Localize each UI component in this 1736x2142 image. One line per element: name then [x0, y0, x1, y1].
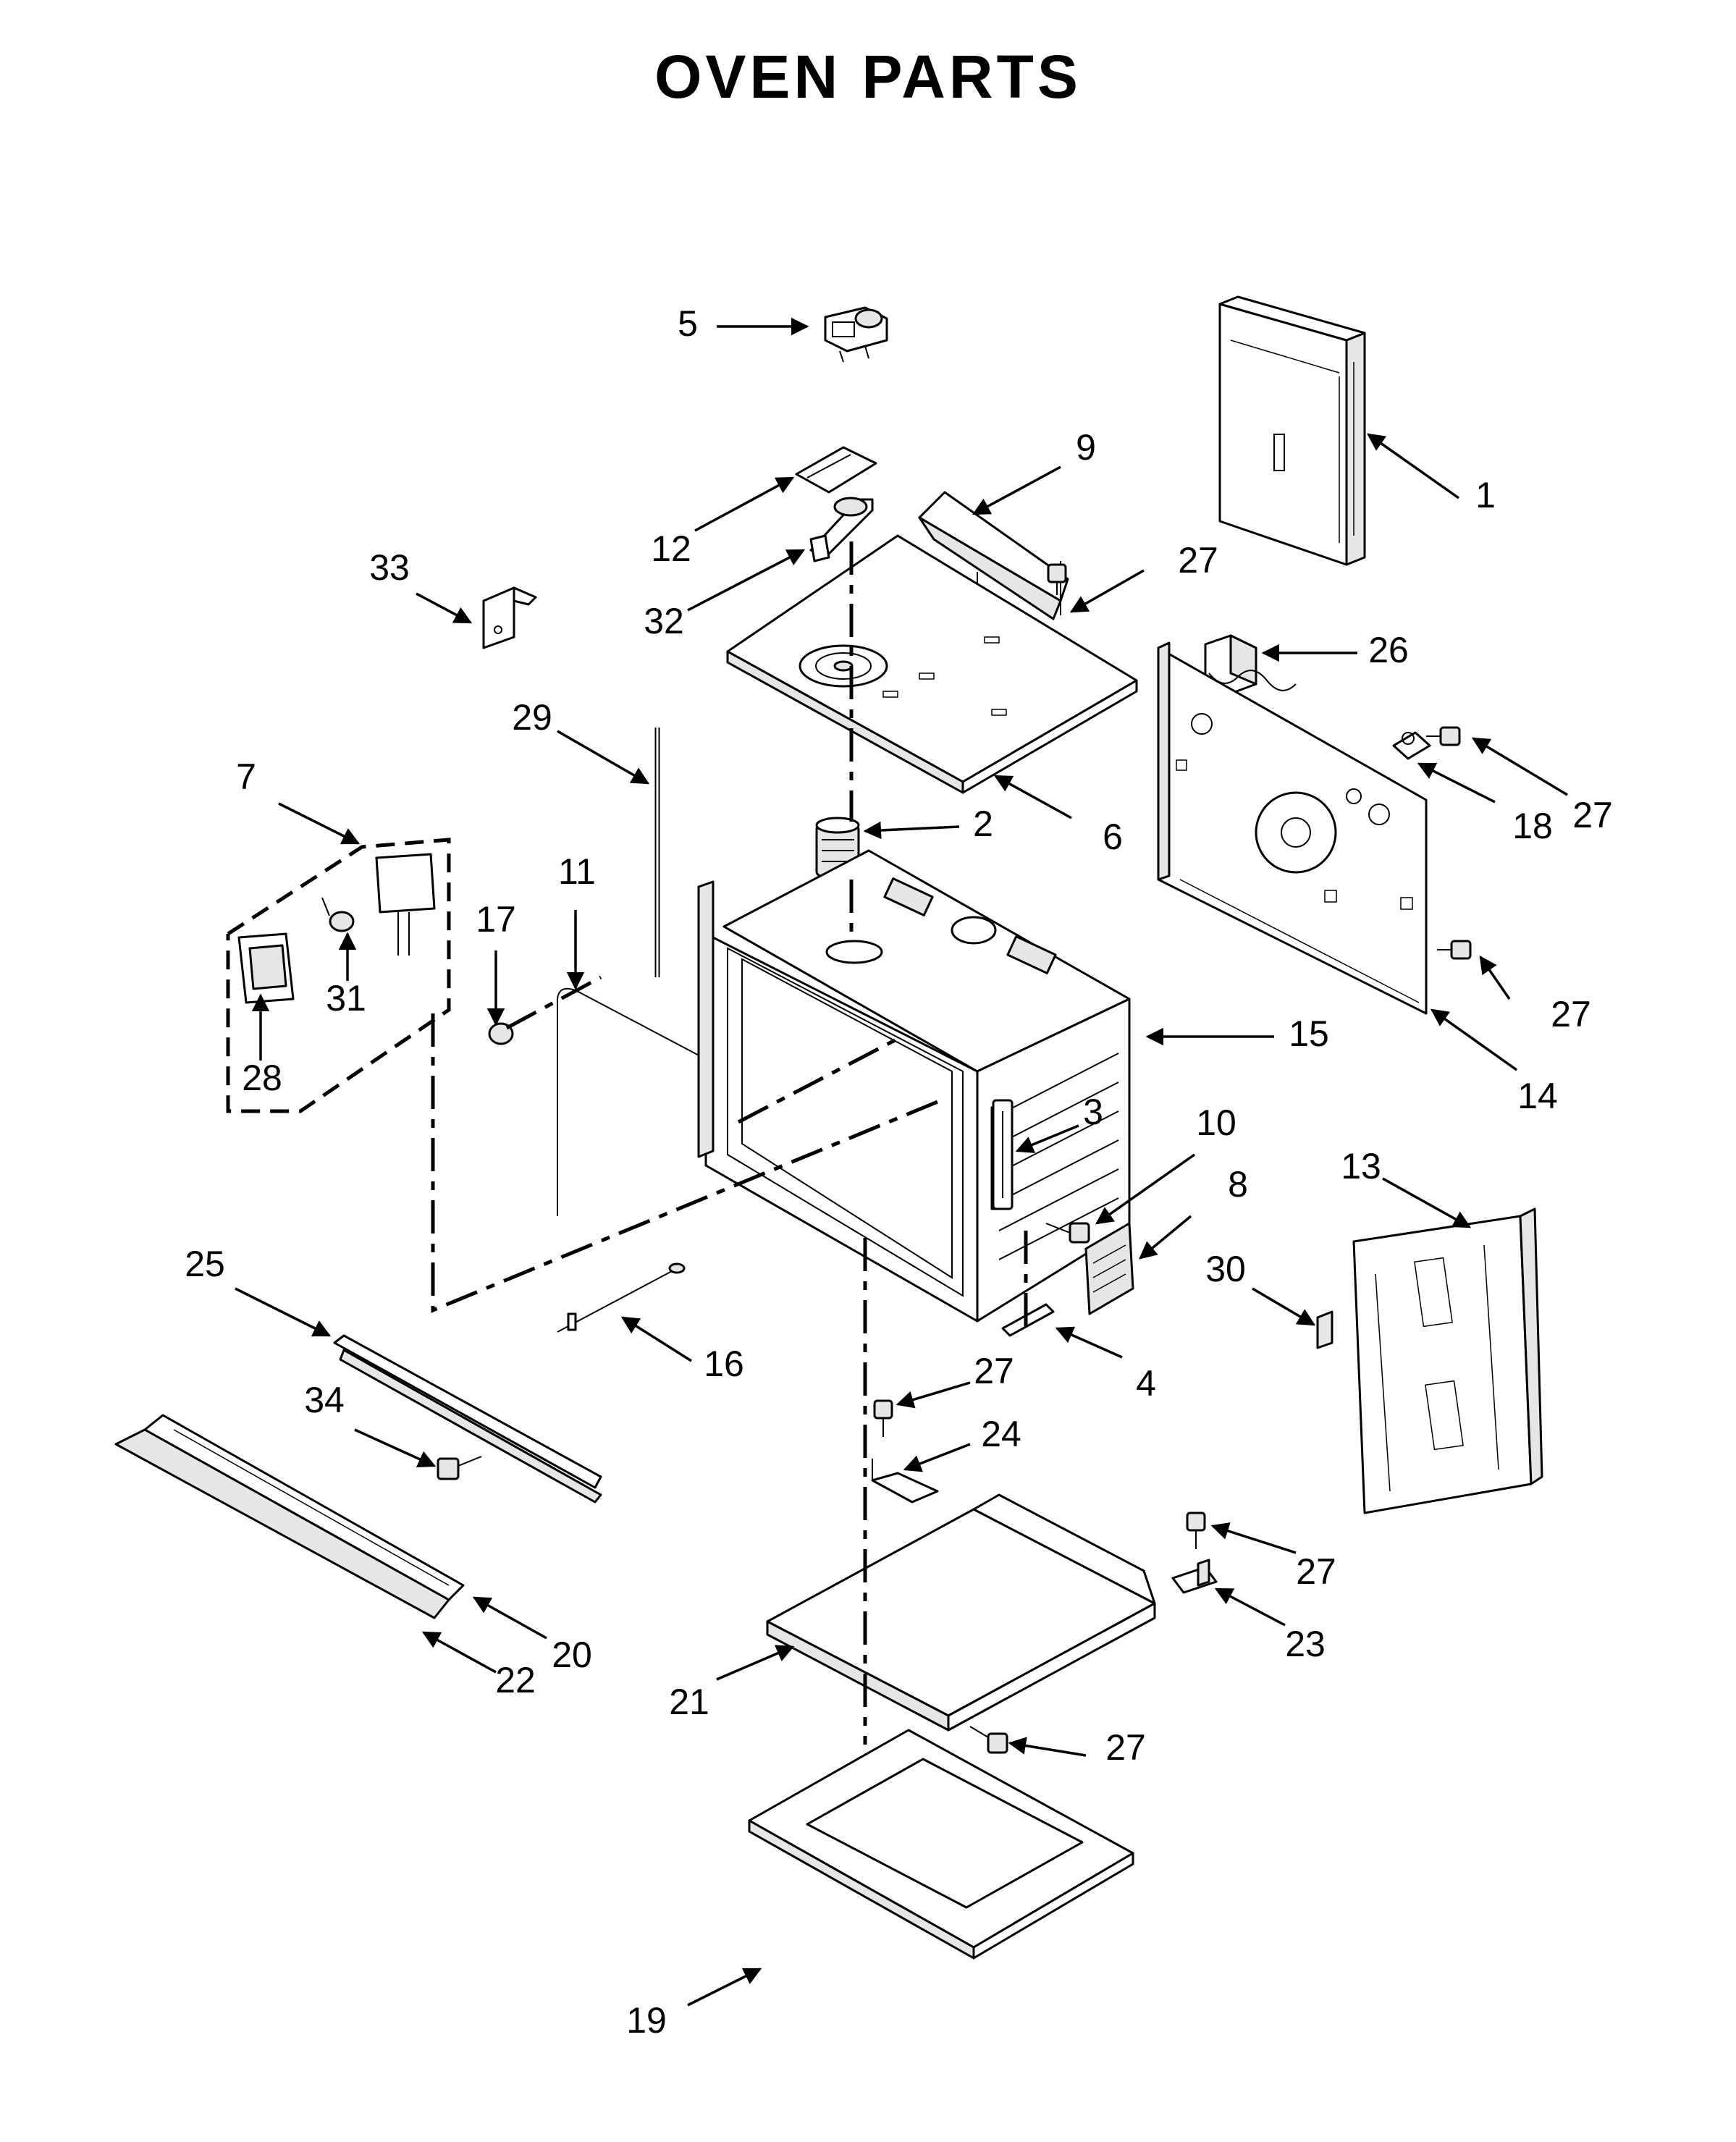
callout-33: 33 [369, 547, 410, 588]
callout-27c: 27 [1551, 994, 1591, 1034]
callout-9: 9 [1076, 427, 1096, 468]
callout-11: 11 [558, 851, 596, 892]
callout-labels: 1 2 3 4 5 6 7 8 9 10 11 12 13 14 15 16 1… [185, 303, 1613, 2041]
part-32-bracket [809, 497, 874, 562]
callout-27e: 27 [1296, 1551, 1336, 1592]
callout-27a: 27 [1178, 540, 1218, 581]
callout-34: 34 [304, 1380, 345, 1420]
callout-14: 14 [1517, 1076, 1558, 1116]
callout-4: 4 [1136, 1363, 1156, 1404]
assembly-lines [431, 541, 1028, 1745]
callout-31: 31 [326, 978, 366, 1019]
screw-27-b [1437, 940, 1472, 960]
callout-20: 20 [552, 1635, 592, 1675]
part-9-duct [918, 491, 1069, 623]
screw-27-d [873, 1399, 893, 1437]
part-18-sensor [1392, 731, 1431, 760]
part-1-panel [1218, 295, 1366, 566]
part-13-back-panel [1352, 1207, 1543, 1514]
part-6-top-plate [726, 534, 1138, 794]
callout-10: 10 [1196, 1102, 1236, 1143]
callout-7: 7 [236, 756, 256, 797]
part-7-kit [226, 838, 451, 1113]
callout-17: 17 [476, 899, 516, 940]
callout-13: 13 [1341, 1146, 1381, 1186]
callout-25: 25 [185, 1244, 225, 1284]
part-15-oven-cavity [697, 849, 1131, 1323]
part-31-sensor [321, 897, 355, 932]
part-28-control-board [237, 932, 295, 1004]
callout-22: 22 [495, 1660, 536, 1700]
callout-27b: 27 [1572, 795, 1613, 835]
callout-29: 29 [512, 697, 552, 738]
part-21-bottom-plate [766, 1493, 1156, 1732]
callout-19: 19 [626, 2000, 667, 2041]
part-4-strip [1001, 1303, 1055, 1337]
callout-5: 5 [678, 303, 698, 344]
callout-16: 16 [704, 1344, 744, 1384]
callout-12: 12 [651, 528, 691, 569]
callout-18: 18 [1512, 806, 1553, 846]
part-25-rail [333, 1334, 602, 1504]
part-14-side-panel [1157, 641, 1428, 1015]
callout-32: 32 [644, 601, 684, 641]
part-12-bracket [795, 446, 877, 494]
callout-27f: 27 [1105, 1727, 1146, 1768]
screw-27-c [1047, 563, 1067, 595]
part-19-bottom-tray [748, 1729, 1134, 1960]
callout-28: 28 [242, 1058, 282, 1098]
screw-27-e [1186, 1511, 1206, 1549]
part-5-switch [824, 306, 888, 363]
callout-6: 6 [1103, 817, 1123, 857]
part-24-bracket [871, 1459, 939, 1504]
callout-23: 23 [1285, 1624, 1326, 1664]
screw-27-f [969, 1726, 1008, 1754]
part-22-trim [114, 1428, 450, 1619]
part-33-bracket [482, 586, 537, 649]
callout-21: 21 [669, 1682, 709, 1722]
part-16-probe [557, 1262, 686, 1333]
callout-15: 15 [1289, 1013, 1329, 1054]
callout-3: 3 [1083, 1092, 1103, 1132]
callout-1: 1 [1475, 475, 1496, 515]
part-23-bracket [1171, 1559, 1218, 1594]
leader-arrows [235, 317, 1568, 2007]
part-10-screw [1045, 1222, 1090, 1244]
part-30-clip [1316, 1310, 1333, 1349]
page-title: OVEN PARTS [654, 43, 1082, 111]
part-34-screw [437, 1456, 482, 1480]
part-20-rail [143, 1414, 465, 1601]
callout-8: 8 [1228, 1164, 1248, 1205]
callout-27d: 27 [974, 1351, 1014, 1391]
callout-26: 26 [1368, 630, 1409, 670]
part-3-hinge [992, 1099, 1014, 1210]
callout-24: 24 [981, 1414, 1021, 1454]
callout-2: 2 [973, 804, 993, 844]
callout-30: 30 [1205, 1249, 1246, 1289]
part-7-card [375, 853, 436, 956]
screw-27-a [1426, 726, 1461, 746]
part-8-filter [1084, 1222, 1134, 1315]
